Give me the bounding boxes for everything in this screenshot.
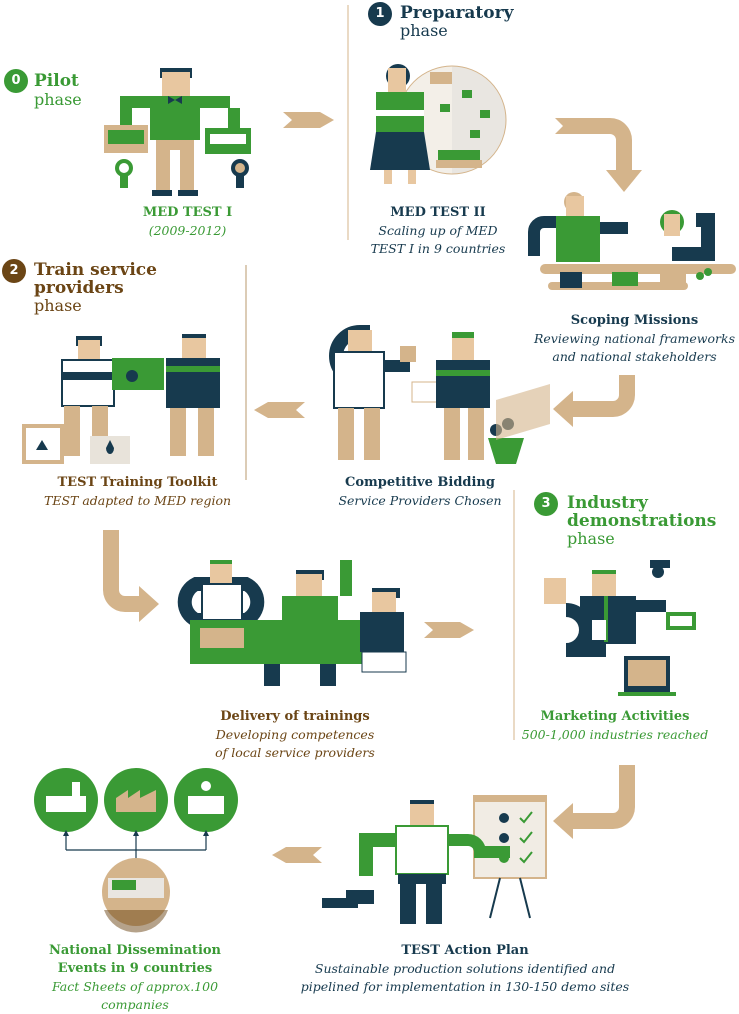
step-subtitle: Fact Sheets of approx.100 companies xyxy=(51,979,219,1012)
step-title: MED TEST I xyxy=(142,205,233,220)
step-subtitle: TEST I in 9 countries xyxy=(370,241,506,256)
phase-subtitle: phase xyxy=(34,296,82,315)
step-subtitle: and national stakeholders xyxy=(552,349,717,364)
step-competitive-bidding: Competitive Bidding Service Providers Ch… xyxy=(320,474,520,510)
phase-title: providers xyxy=(34,278,124,298)
step-title: Events in 9 countries xyxy=(57,961,213,976)
phase-title: Pilot xyxy=(34,71,79,91)
step-subtitle: Sustainable production solutions identif… xyxy=(314,961,616,976)
phase-subtitle: phase xyxy=(34,90,82,109)
arrow-left-icon xyxy=(254,402,305,418)
step-med-test-2: MED TEST II Scaling up of MED TEST I in … xyxy=(348,204,528,258)
curved-arrow-icon xyxy=(555,118,642,192)
bidding-figure xyxy=(329,325,550,464)
curved-arrow-icon xyxy=(553,765,635,839)
step-subtitle: 500-1,000 industries reached xyxy=(521,727,709,742)
scoping-figure xyxy=(528,192,736,290)
phase-number-badge: 3 xyxy=(534,492,558,516)
step-title: Delivery of trainings xyxy=(220,709,370,724)
phase-subtitle: phase xyxy=(567,529,615,548)
step-title: Scoping Missions xyxy=(570,313,699,328)
step-subtitle: pipelined for implementation in 130-150 … xyxy=(300,979,630,994)
phase-number-badge: 2 xyxy=(2,259,26,283)
step-subtitle: TEST adapted to MED region xyxy=(43,493,232,508)
preparatory-figure xyxy=(370,64,507,184)
step-subtitle: Developing competences xyxy=(215,727,375,742)
step-title: Marketing Activities xyxy=(540,709,690,724)
phase-title: Preparatory xyxy=(400,3,514,23)
marketing-figure xyxy=(544,560,696,696)
arrow-right-icon xyxy=(424,622,474,638)
phase-title: Industry xyxy=(567,493,648,513)
step-national-dissemination: National Dissemination Events in 9 count… xyxy=(20,942,250,1014)
curved-arrow-icon xyxy=(553,375,635,427)
phase-title: demonstrations xyxy=(567,511,717,531)
step-scoping-missions: Scoping Missions Reviewing national fram… xyxy=(530,312,739,366)
phase-title: Train service xyxy=(34,260,157,280)
arrow-left-icon xyxy=(272,847,322,863)
step-action-plan: TEST Action Plan Sustainable production … xyxy=(300,942,630,996)
step-title: MED TEST II xyxy=(390,205,486,220)
step-subtitle: of local service providers xyxy=(215,745,375,760)
step-subtitle: (2009-2012) xyxy=(148,223,227,238)
phase-number-badge: 0 xyxy=(4,69,28,93)
action-plan-figure xyxy=(322,795,547,924)
step-title: TEST Action Plan xyxy=(401,943,529,958)
step-subtitle: Scaling up of MED xyxy=(378,223,498,238)
phase-number-badge: 1 xyxy=(368,2,392,26)
step-subtitle: Reviewing national frameworks xyxy=(533,331,735,346)
step-med-test-1: MED TEST I (2009-2012) xyxy=(100,204,275,240)
step-marketing-activities: Marketing Activities 500-1,000 industrie… xyxy=(510,708,720,744)
curved-arrow-icon xyxy=(103,530,159,622)
toolkit-figure xyxy=(22,334,220,464)
delivery-figure xyxy=(177,560,407,686)
step-title: Competitive Bidding xyxy=(345,475,495,490)
phase-subtitle: phase xyxy=(400,21,448,40)
step-title: National Dissemination xyxy=(48,943,221,958)
pilot-figure xyxy=(104,68,251,196)
step-subtitle: Service Providers Chosen xyxy=(338,493,502,508)
step-title: TEST Training Toolkit xyxy=(57,475,218,490)
step-delivery-of-trainings: Delivery of trainings Developing compete… xyxy=(195,708,395,762)
arrow-right-icon xyxy=(283,112,334,128)
step-training-toolkit: TEST Training Toolkit TEST adapted to ME… xyxy=(30,474,245,510)
dissemination-figure xyxy=(34,768,238,933)
